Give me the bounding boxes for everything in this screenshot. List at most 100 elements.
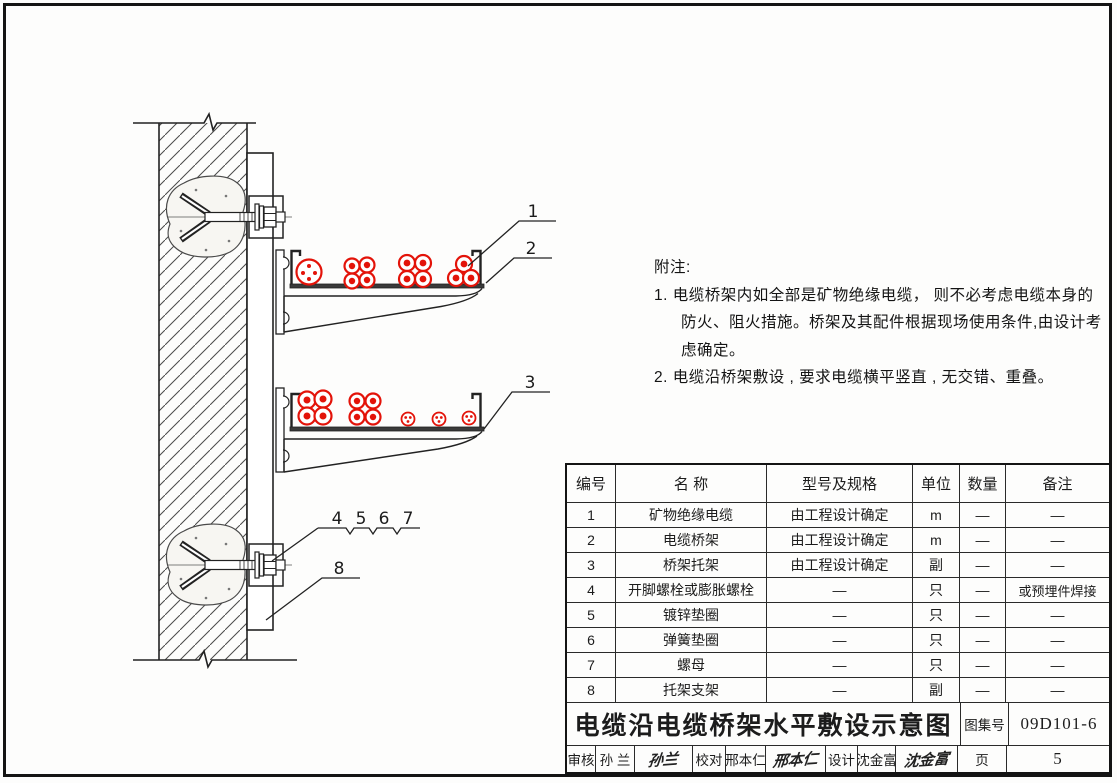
table-cell: 托架支架 (616, 678, 767, 702)
callout-4: 4 (332, 509, 343, 529)
designer-label: 设计 (826, 746, 858, 772)
drawing-title: 电缆沿电缆桥架水平敷设示意图 (567, 703, 961, 745)
table-cell: — (1050, 632, 1065, 648)
note-2-line-1: 2. 电缆沿桥架敷设 , 要求电缆横平竖直 , 无交错、重叠。 (654, 369, 1054, 387)
atlas-number-label: 图集号 (961, 703, 1009, 745)
table-row: 7 螺母 — 只 — — (567, 653, 1109, 678)
table-cell: 电缆桥架 (616, 528, 767, 552)
table-cell: 只 (913, 578, 960, 602)
cable-cores (301, 259, 475, 423)
titleblock-signature-row: 审核 孙 兰 孙兰 校对 邢本仁 邢本仁 设计 沈金富 沈金富 页 5 (567, 746, 1109, 772)
table-cell: 副 (913, 553, 960, 577)
table-cell: — (960, 503, 1006, 527)
table-cell: — (1050, 682, 1065, 698)
table-cell: 或预埋件焊接 (1018, 583, 1097, 599)
table-cell: 6 (567, 628, 616, 652)
note-1-line-3: 虑确定。 (681, 341, 746, 359)
designer-name: 沈金富 (858, 746, 896, 772)
table-cell: — (960, 603, 1006, 627)
table-cell: 7 (567, 653, 616, 677)
header-cell: 名 称 (616, 465, 767, 502)
table-cell: 开脚螺栓或膨胀螺栓 (616, 578, 767, 602)
notes-heading: 附注: (654, 259, 691, 276)
table-row: 5 镀锌垫圈 — 只 — — (567, 603, 1109, 628)
table-cell: m (913, 503, 960, 527)
cable-tray-bottom (275, 387, 485, 473)
table-cell: — (767, 628, 913, 652)
callout-5: 5 (356, 509, 367, 529)
table-cell: 4 (567, 578, 616, 602)
table-cell: — (960, 653, 1006, 677)
table-cell: — (767, 578, 913, 602)
callout-8: 8 (334, 559, 345, 579)
tray-bracket-bottom (284, 431, 483, 440)
table-cell: 由工程设计确定 (767, 503, 913, 527)
table-cell: — (1050, 607, 1065, 623)
table-cell: 只 (913, 653, 960, 677)
checker-label: 校对 (693, 746, 726, 772)
table-cell: 螺母 (616, 653, 767, 677)
table-cell: 弹簧垫圈 (616, 628, 767, 652)
table-cell: 只 (913, 603, 960, 627)
checker-signature: 邢本仁 (772, 750, 819, 771)
table-cell: 只 (913, 628, 960, 652)
cable-tray-top (275, 249, 485, 335)
atlas-number: 09D101-6 (1020, 714, 1098, 733)
header-cell: 编号 (567, 465, 616, 502)
table-cell: 由工程设计确定 (767, 553, 913, 577)
page-number: 5 (1053, 749, 1063, 768)
table-cell: 3 (567, 553, 616, 577)
reviewer-name: 孙 兰 (596, 746, 635, 772)
table-row: 4 开脚螺栓或膨胀螺栓 — 只 — 或预埋件焊接 (567, 578, 1109, 603)
table-cell: 矿物绝缘电缆 (616, 503, 767, 527)
callout-2: 2 (526, 239, 537, 259)
table-cell: 副 (913, 678, 960, 702)
header-cell: 单位 (913, 465, 960, 502)
table-row: 1 矿物绝缘电缆 由工程设计确定 m — — (567, 503, 1109, 528)
table-cell: — (1050, 557, 1065, 573)
table-cell: — (960, 578, 1006, 602)
table-cell: 镀锌垫圈 (616, 603, 767, 627)
table-cell: 2 (567, 528, 616, 552)
table-cell: m (913, 528, 960, 552)
note-1-line-1: 1. 电缆桥架内如全部是矿物绝缘电缆， 则不必考虑电缆本身的 (654, 286, 1094, 304)
callout-6: 6 (379, 509, 390, 529)
checker-name: 邢本仁 (726, 746, 766, 772)
table-row: 2 电缆桥架 由工程设计确定 m — — (567, 528, 1109, 553)
callout-leaders (265, 220, 556, 621)
notes-block: 附注: 1. 电缆桥架内如全部是矿物绝缘电缆， 则不必考虑电缆本身的 防火、阻火… (654, 254, 1106, 392)
table-cell: 8 (567, 678, 616, 702)
table-cell: 1 (567, 503, 616, 527)
parts-table-and-titleblock: 编号 名 称 型号及规格 单位 数量 备注 1 矿物绝缘电缆 由工程设计确定 m… (565, 463, 1111, 774)
table-cell: — (960, 628, 1006, 652)
wall-bottom-break-line (133, 648, 297, 670)
titleblock-title-row: 电缆沿电缆桥架水平敷设示意图 图集号 09D101-6 (567, 703, 1109, 746)
reviewer-label: 审核 (567, 746, 596, 772)
table-cell: — (767, 678, 913, 702)
reviewer-signature: 孙兰 (647, 751, 680, 770)
table-cell: — (1050, 507, 1065, 523)
mounting-channel (246, 152, 274, 631)
wall-top-break-line (133, 111, 256, 133)
callout-3: 3 (525, 373, 536, 393)
table-cell: 由工程设计确定 (767, 528, 913, 552)
header-cell: 数量 (960, 465, 1006, 502)
table-cell: — (1050, 657, 1065, 673)
table-cell: — (960, 553, 1006, 577)
table-cell: 桥架托架 (616, 553, 767, 577)
table-cell: — (1050, 532, 1065, 548)
table-cell: — (767, 653, 913, 677)
header-cell: 型号及规格 (767, 465, 913, 502)
cables (295, 253, 481, 427)
header-cell: 备注 (1042, 476, 1073, 493)
parts-table-header: 编号 名 称 型号及规格 单位 数量 备注 (567, 465, 1109, 503)
note-1-line-2: 防火、阻火措施。桥架及其配件根据现场使用条件,由设计考 (681, 314, 1102, 332)
table-cell: 5 (567, 603, 616, 627)
cable-large-multicore (295, 258, 323, 286)
table-cell: — (960, 528, 1006, 552)
callout-1: 1 (528, 202, 539, 222)
page-label: 页 (958, 746, 1007, 772)
table-cell: — (767, 603, 913, 627)
